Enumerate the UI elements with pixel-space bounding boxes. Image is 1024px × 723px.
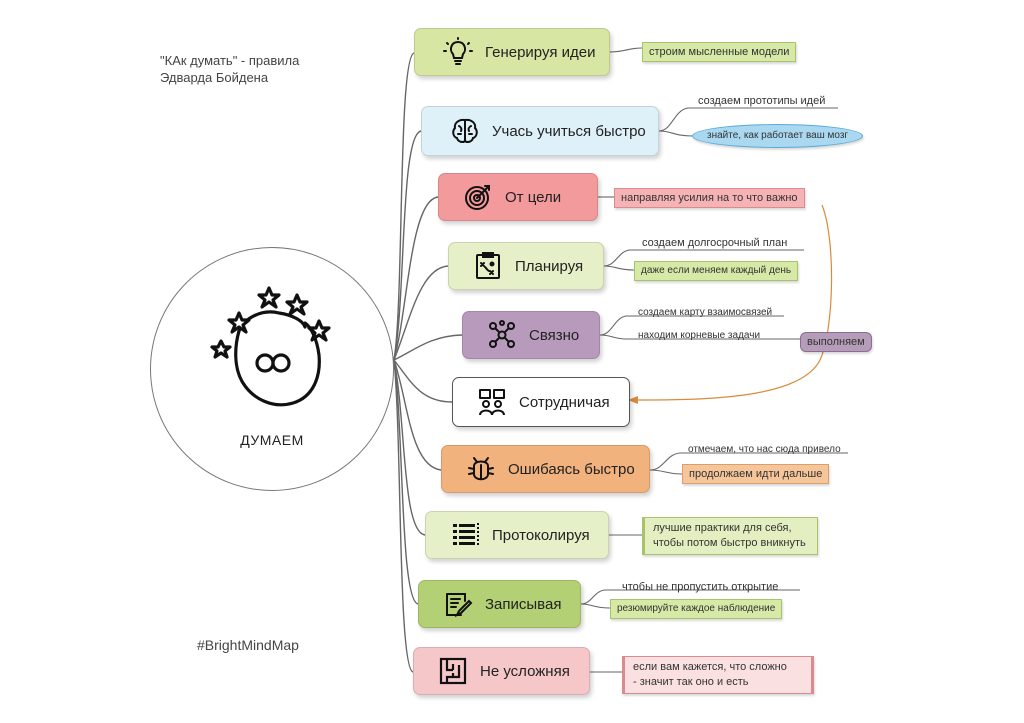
node-label: Генерируя идеи [485, 43, 596, 61]
branch-learn [393, 130, 422, 361]
node-label: Протоколируя [492, 526, 590, 544]
node-learn-fast[interactable]: Учась учиться быстро [421, 106, 659, 156]
subtopic-mental-models[interactable]: строим мысленные модели [642, 42, 797, 62]
node-writing-down[interactable]: Записывая [418, 580, 581, 628]
node-label: Ошибаясь быстро [508, 460, 635, 478]
node-label: Планируя [515, 257, 584, 275]
branch-plan [393, 265, 449, 361]
subtopic-long-term-plan[interactable]: создаем долгосрочный план [642, 237, 788, 249]
branch-goal [393, 196, 439, 361]
branch-collab [393, 359, 453, 403]
node-planning[interactable]: Планируя [448, 242, 604, 290]
subtopic-if-complex[interactable]: если вам кажется, что сложно - значит та… [622, 656, 814, 694]
goal-collab-link [631, 204, 833, 401]
node-label: Не усложняя [480, 662, 570, 680]
thinking-face-stars-icon [210, 286, 331, 407]
node-label: Связно [529, 326, 580, 344]
subtopic-execute[interactable]: выполняем [800, 332, 872, 352]
node-label: Сотрудничая [519, 393, 610, 411]
hashtag: #BrightMindMap [197, 637, 299, 653]
node-label: Записывая [485, 595, 562, 613]
subtopic-summarize-observations[interactable]: резюмируйте каждое наблюдение [610, 599, 783, 619]
network-icon [487, 320, 517, 350]
subtopic-prototypes[interactable]: создаем прототипы идей [698, 95, 826, 107]
central-topic[interactable]: ДУМАЕМ [150, 247, 394, 491]
map-author-note: "КАк думать" - правила Эдварда Бойдена [160, 53, 300, 85]
subtopic-line: если вам кажется, что сложно [633, 661, 787, 673]
subtopic-line: - значит так оно и есть [633, 676, 749, 688]
branch-generate [393, 52, 415, 361]
subtopic-what-led-here[interactable]: отмечаем, что нас сюда привело [688, 444, 841, 455]
subtopic-root-tasks[interactable]: находим корневые задачи [638, 330, 761, 341]
target-icon [463, 182, 493, 212]
branch-log [393, 359, 426, 536]
subtopic-keep-going[interactable]: продолжаем идти дальше [682, 464, 830, 484]
branch-fail [393, 359, 442, 471]
node-from-goal[interactable]: От цели [438, 173, 598, 221]
node-connected[interactable]: Связно [462, 311, 600, 359]
subtopic-line: чтобы потом быстро вникнуть [653, 537, 806, 549]
branch-link [393, 334, 463, 361]
lightbulb-icon [443, 37, 473, 67]
plan-board-icon [473, 251, 503, 281]
brain-icon [450, 116, 480, 146]
list-icon [450, 520, 480, 550]
maze-icon [438, 656, 468, 686]
link-arrowhead [628, 396, 638, 404]
node-fail-fast[interactable]: Ошибаясь быстро [441, 445, 650, 493]
node-documenting[interactable]: Протоколируя [425, 511, 609, 559]
subtopic-focus-effort[interactable]: направляя усилия на то что важно [614, 188, 805, 208]
node-generate-ideas[interactable]: Генерируя идеи [414, 28, 610, 76]
branch-write [393, 359, 419, 605]
branch-simple [393, 359, 414, 673]
team-icon [477, 387, 507, 417]
central-topic-label: ДУМАЕМ [240, 432, 304, 448]
node-label: От цели [505, 188, 562, 206]
bug-icon [466, 454, 496, 484]
subtopic-line: лучшие практики для себя, [653, 522, 792, 534]
node-keep-simple[interactable]: Не усложняя [413, 647, 590, 695]
subtopic-dont-miss-discovery[interactable]: чтобы не пропустить открытие [622, 581, 779, 593]
node-collaborating[interactable]: Сотрудничая [452, 377, 630, 427]
subtopic-know-your-brain[interactable]: знайте, как работает ваш мозг [692, 124, 864, 148]
node-label: Учась учиться быстро [492, 122, 646, 140]
notepad-icon [443, 589, 473, 619]
subtopic-best-practices[interactable]: лучшие практики для себя, чтобы потом бы… [642, 517, 818, 555]
subtopic-relationship-map[interactable]: создаем карту взаимосвязей [638, 307, 773, 318]
subtopic-change-daily[interactable]: даже если меняем каждый день [634, 261, 799, 281]
